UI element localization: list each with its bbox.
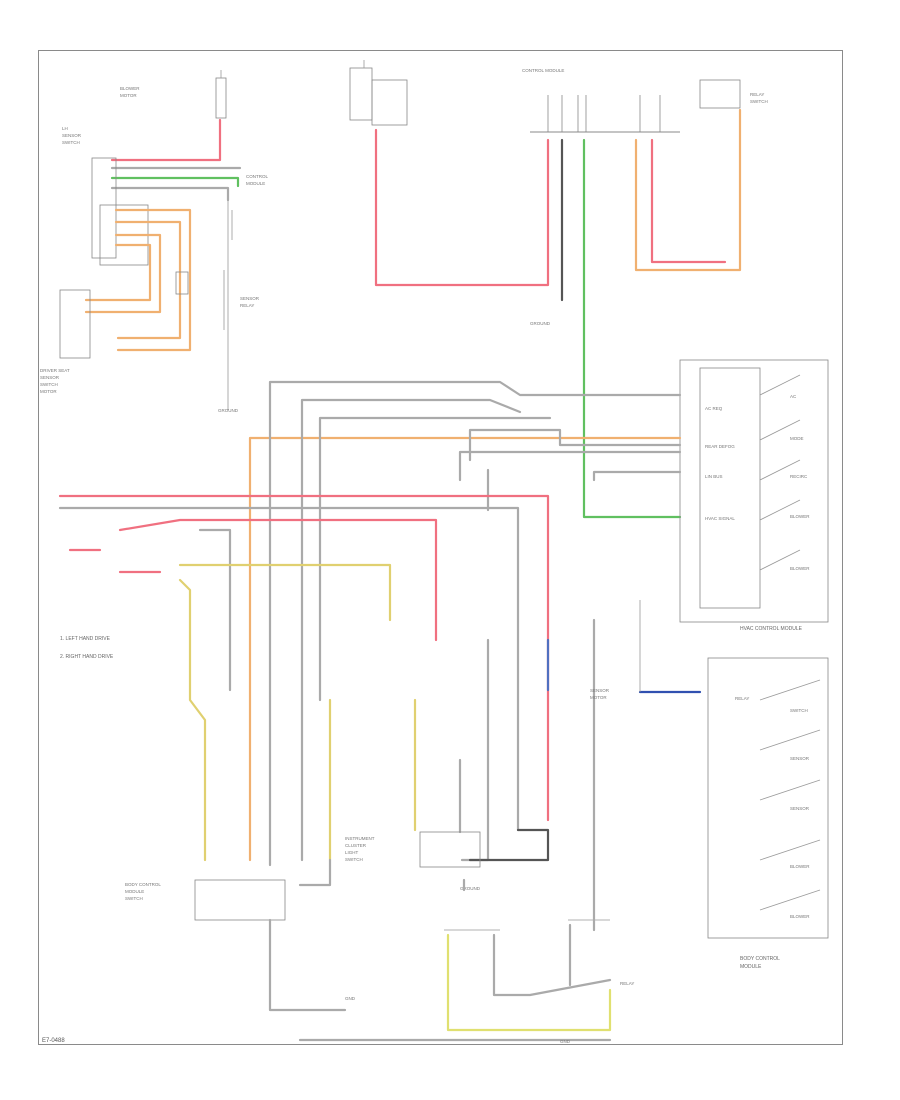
bottom-relay: GND GND RELAY bbox=[298, 618, 634, 1044]
svg-text:RECIRC: RECIRC bbox=[790, 474, 808, 479]
right-lower-module: RELAY SENSOR MOTOR SWITCH SENSOR SENSOR BLO… bbox=[590, 600, 829, 970]
top-right-connector: CONTROL MODULE RELAY SWITCH GROUND bbox=[522, 68, 768, 519]
svg-text:MOTOR: MOTOR bbox=[120, 93, 137, 98]
legend-rhd: 2. RIGHT HAND DRIVE bbox=[60, 654, 114, 660]
svg-text:CONTROL MODULE: CONTROL MODULE bbox=[522, 68, 564, 73]
middle-wires bbox=[248, 380, 682, 867]
svg-text:SENSOR: SENSOR bbox=[590, 688, 610, 693]
svg-text:MOTOR: MOTOR bbox=[590, 695, 607, 700]
svg-text:INSTRUMENT: INSTRUMENT bbox=[345, 836, 375, 841]
diagram-frame bbox=[38, 50, 843, 1045]
svg-text:RELAY: RELAY bbox=[620, 981, 634, 986]
svg-text:GROUND: GROUND bbox=[530, 321, 551, 326]
bottom-left-module: BODY CONTROL MODULE SWITCH bbox=[125, 858, 347, 1012]
svg-text:RELAY: RELAY bbox=[750, 92, 764, 97]
svg-text:AC: AC bbox=[790, 394, 797, 399]
svg-text:BODY CONTROL: BODY CONTROL bbox=[740, 956, 780, 962]
left-switch-section: 1. LEFT HAND DRIVE 2. RIGHT HAND DRIVE bbox=[58, 494, 550, 862]
svg-text:MODULE: MODULE bbox=[246, 181, 265, 186]
svg-text:MODULE: MODULE bbox=[740, 964, 762, 970]
svg-text:BLOWER: BLOWER bbox=[790, 864, 810, 869]
svg-text:SENSOR: SENSOR bbox=[240, 296, 260, 301]
svg-text:MOTOR: MOTOR bbox=[40, 389, 57, 394]
svg-text:SWITCH: SWITCH bbox=[125, 896, 143, 901]
svg-text:CLUSTER: CLUSTER bbox=[345, 843, 367, 848]
svg-text:GROUND: GROUND bbox=[218, 408, 239, 413]
svg-text:SENSOR: SENSOR bbox=[790, 756, 810, 761]
hvac-control-module: AC REQ REAR DEFOG LIN BUS HVAC SIGNAL AC… bbox=[679, 359, 829, 632]
lower-center: INSTRUMENT CLUSTER LIGHT SWITCH GROUND bbox=[345, 638, 550, 892]
top-left-module: BLOWER MOTOR LH SENSOR SWITCH CONTROL MODULE… bbox=[40, 70, 268, 413]
svg-text:GND: GND bbox=[345, 996, 356, 1001]
diagram-id-code: E7-0488 bbox=[42, 1038, 65, 1044]
svg-text:BODY CONTROL: BODY CONTROL bbox=[125, 882, 161, 887]
svg-text:SWITCH: SWITCH bbox=[62, 140, 80, 145]
svg-text:SENSOR: SENSOR bbox=[62, 133, 82, 138]
top-center-wires bbox=[349, 60, 550, 287]
svg-text:LIGHT: LIGHT bbox=[345, 850, 359, 855]
svg-text:SWITCH: SWITCH bbox=[790, 708, 808, 713]
svg-text:AC REQ: AC REQ bbox=[705, 406, 723, 411]
svg-text:SWITCH: SWITCH bbox=[750, 99, 768, 104]
svg-text:LIN BUS: LIN BUS bbox=[705, 474, 723, 479]
svg-text:SWITCH: SWITCH bbox=[345, 857, 363, 862]
svg-text:BLOWER: BLOWER bbox=[120, 86, 140, 91]
svg-text:LH: LH bbox=[62, 126, 68, 131]
svg-text:SENSOR: SENSOR bbox=[790, 806, 810, 811]
svg-text:HVAC CONTROL MODULE: HVAC CONTROL MODULE bbox=[740, 626, 803, 632]
svg-text:RELAY: RELAY bbox=[240, 303, 254, 308]
svg-text:BLOWER: BLOWER bbox=[790, 566, 810, 571]
svg-text:GROUND: GROUND bbox=[460, 886, 481, 891]
svg-text:DRIVER SEAT: DRIVER SEAT bbox=[40, 368, 70, 373]
svg-text:SENSOR: SENSOR bbox=[40, 375, 60, 380]
svg-text:BLOWER: BLOWER bbox=[790, 514, 810, 519]
svg-text:RELAY: RELAY bbox=[735, 696, 749, 701]
svg-text:CONTROL: CONTROL bbox=[246, 174, 268, 179]
svg-text:MODE: MODE bbox=[790, 436, 804, 441]
svg-text:SWITCH: SWITCH bbox=[40, 382, 58, 387]
svg-text:REAR DEFOG: REAR DEFOG bbox=[705, 444, 735, 449]
svg-text:MODULE: MODULE bbox=[125, 889, 144, 894]
svg-text:BLOWER: BLOWER bbox=[790, 914, 810, 919]
legend-lhd: 1. LEFT HAND DRIVE bbox=[60, 636, 111, 642]
svg-text:HVAC SIGNAL: HVAC SIGNAL bbox=[705, 516, 735, 521]
svg-text:GND: GND bbox=[560, 1039, 571, 1044]
